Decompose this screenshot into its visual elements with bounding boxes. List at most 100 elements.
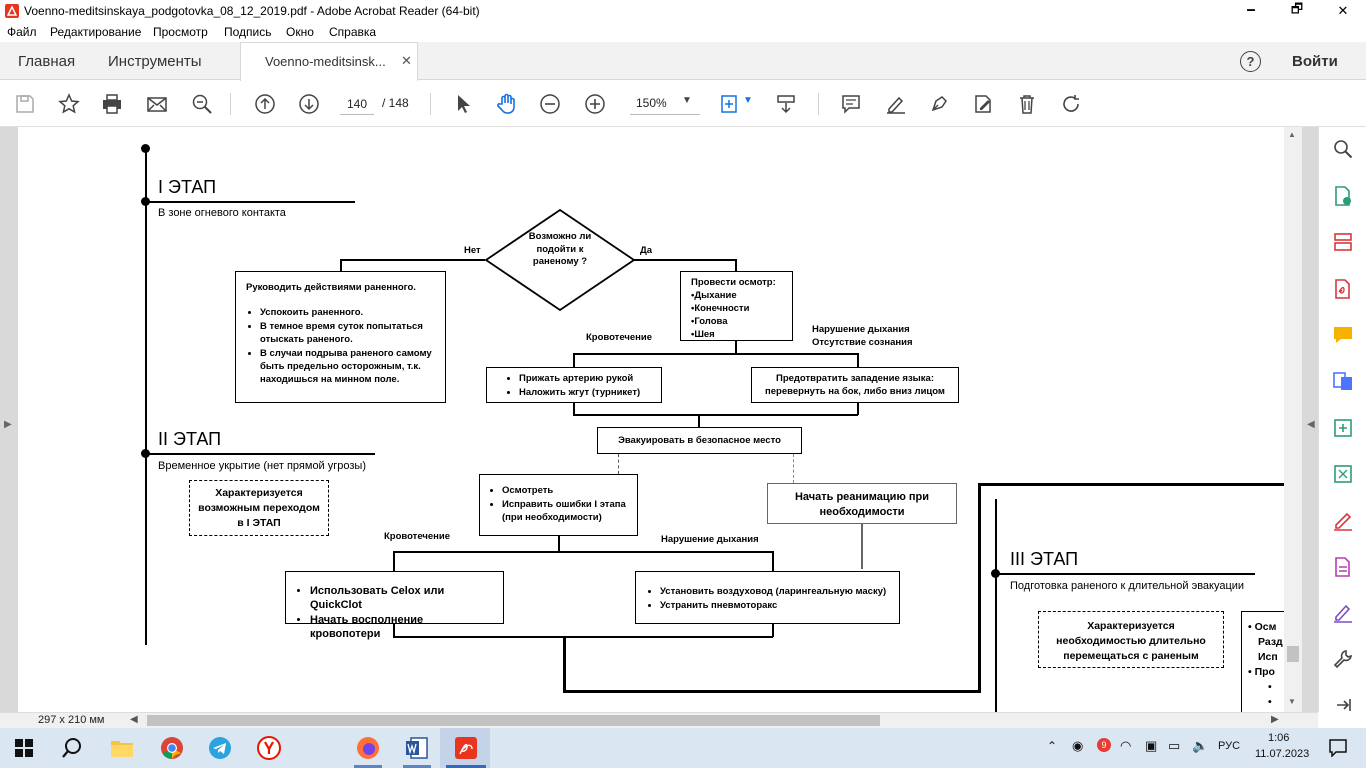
organize-pages-tool[interactable]: [1331, 230, 1355, 254]
maximize-button[interactable]: 🗗: [1290, 1, 1304, 16]
vertical-scroll-thumb[interactable]: [1287, 646, 1299, 662]
clock-time[interactable]: 1:06: [1268, 732, 1290, 744]
zoom-chevron-down-icon[interactable]: ▼: [682, 95, 692, 106]
fill-sign-tool[interactable]: [1331, 508, 1355, 532]
fountain-pen-icon: [931, 96, 947, 112]
scroll-left-icon[interactable]: ◀: [130, 714, 138, 725]
comment-tool[interactable]: [1331, 323, 1355, 347]
select-tool-button[interactable]: [449, 90, 477, 118]
horizontal-scroll-thumb[interactable]: [147, 715, 880, 726]
enhance-scan-tool[interactable]: [1331, 137, 1355, 161]
create-pdf-tool[interactable]: [1331, 277, 1355, 301]
minimize-button[interactable]: 🗕: [1246, 1, 1256, 16]
exam-item: •Голова: [691, 316, 728, 327]
page-total: / 148: [382, 96, 409, 110]
tray-wifi-icon[interactable]: ◠: [1120, 738, 1132, 753]
tray-network-icon[interactable]: ▣: [1145, 738, 1158, 753]
zoom-in-button[interactable]: [581, 90, 609, 118]
stage2-subtitle: Временное укрытие (нет прямой угрозы): [158, 460, 366, 472]
file-explorer-button[interactable]: [108, 734, 136, 762]
zoom-select[interactable]: 150%: [630, 93, 700, 115]
menu-view[interactable]: Просмотр: [153, 25, 208, 39]
bleeding2-label: Кровотечение: [384, 531, 451, 542]
tab-home[interactable]: Главная: [18, 52, 76, 70]
organize-pages-icon: [1334, 233, 1352, 251]
find-button[interactable]: [188, 90, 216, 118]
export-pdf-tool[interactable]: [1331, 184, 1355, 208]
vertical-scrollbar[interactable]: ▲ ▼: [1284, 127, 1302, 712]
menu-sign[interactable]: Подпись: [224, 25, 272, 39]
menu-file[interactable]: Файл: [7, 25, 37, 39]
acrobat-taskbar-button[interactable]: [452, 734, 480, 762]
more-tools[interactable]: [1331, 647, 1355, 671]
left-pane-toggle-icon[interactable]: ▶: [4, 419, 12, 430]
stage3-item: Разд: [1258, 636, 1283, 648]
draw-button[interactable]: [925, 90, 953, 118]
comment-button[interactable]: [837, 90, 865, 118]
yandex-browser-button[interactable]: [255, 734, 283, 762]
firefox-button[interactable]: [354, 734, 382, 762]
input-language[interactable]: РУС: [1218, 740, 1241, 752]
signin-button[interactable]: Войти: [1292, 52, 1338, 70]
stage1-title: I ЭТАП: [158, 177, 217, 197]
compress-pdf-tool[interactable]: [1331, 416, 1355, 440]
tray-notification-icon[interactable]: 9: [1097, 738, 1111, 752]
tab-close-icon[interactable]: ✕: [401, 53, 412, 68]
action-center-button[interactable]: [1324, 734, 1352, 762]
telegram-button[interactable]: [206, 734, 234, 762]
fit-page-button[interactable]: [716, 90, 744, 118]
combine-files-tool[interactable]: [1331, 369, 1355, 393]
rotate-button[interactable]: [1057, 90, 1085, 118]
print-button[interactable]: [98, 90, 126, 118]
request-signature-tool[interactable]: [1331, 601, 1355, 625]
tray-volume-icon[interactable]: 🔈: [1192, 738, 1209, 753]
scroll-mode-button[interactable]: [772, 90, 800, 118]
protect-tool[interactable]: [1331, 555, 1355, 579]
search-button[interactable]: [58, 734, 86, 762]
tray-overflow-icon[interactable]: ⌃: [1047, 739, 1058, 753]
help-icon[interactable]: ?: [1240, 51, 1261, 72]
fit-chevron-down-icon[interactable]: ▼: [743, 95, 753, 106]
tray-battery-icon[interactable]: ▭: [1168, 738, 1181, 753]
menu-help[interactable]: Справка: [329, 25, 377, 39]
start-button[interactable]: [10, 734, 38, 762]
scroll-up-icon[interactable]: ▲: [1288, 130, 1296, 139]
word-icon: [406, 737, 428, 759]
create-pdf-icon: [1335, 279, 1350, 299]
collapse-pane-button[interactable]: [1331, 693, 1355, 717]
clock-date[interactable]: 11.07.2023: [1255, 748, 1310, 760]
tab-tools[interactable]: Инструменты: [108, 52, 202, 70]
hand-tool-button[interactable]: [493, 90, 521, 118]
stage3-subtitle: Подготовка раненого к длительной эвакуац…: [1010, 580, 1245, 592]
save-button[interactable]: [11, 90, 39, 118]
page-number-input[interactable]: 140: [340, 93, 374, 115]
prev-page-button[interactable]: [251, 90, 279, 118]
stage3-title: III ЭТАП: [1010, 549, 1079, 569]
chrome-button[interactable]: [158, 734, 186, 762]
menu-edit[interactable]: Редактирование: [50, 25, 142, 39]
next-page-button[interactable]: [295, 90, 323, 118]
edit-pdf-tool[interactable]: [1331, 462, 1355, 486]
scroll-down-icon[interactable]: ▼: [1288, 697, 1296, 706]
close-button[interactable]: ✕: [1337, 3, 1349, 18]
highlight-button[interactable]: [882, 90, 910, 118]
fill-sign-button[interactable]: [969, 90, 997, 118]
menu-window[interactable]: Окно: [286, 25, 314, 39]
delete-button[interactable]: [1013, 90, 1041, 118]
word-button[interactable]: [403, 734, 431, 762]
email-button[interactable]: [143, 90, 171, 118]
pdf-page: I ЭТАП В зоне огневого контакта II ЭТАП …: [18, 127, 1284, 712]
tray-camera-icon[interactable]: ◉: [1072, 738, 1084, 753]
decision-diamond: [484, 209, 636, 311]
zoom-out-button[interactable]: [536, 90, 564, 118]
celox-item: Использовать Celox или QuickClot: [310, 584, 493, 612]
exam-box: Провести осмотр: •Дыхание •Конечности •Г…: [680, 271, 793, 341]
scroll-right-icon[interactable]: ▶: [1271, 714, 1279, 725]
right-pane-toggle-icon[interactable]: ◀: [1307, 419, 1315, 430]
bookmark-button[interactable]: [55, 90, 83, 118]
tab-document[interactable]: Voenno-meditsinsk... ✕: [240, 42, 418, 81]
guide-item: В темное время суток попытаться отыскать…: [260, 320, 435, 346]
no-label: Нет: [464, 245, 481, 256]
document-viewer[interactable]: ▶ I ЭТАП В зоне огневого контакта II ЭТА…: [0, 127, 1318, 712]
